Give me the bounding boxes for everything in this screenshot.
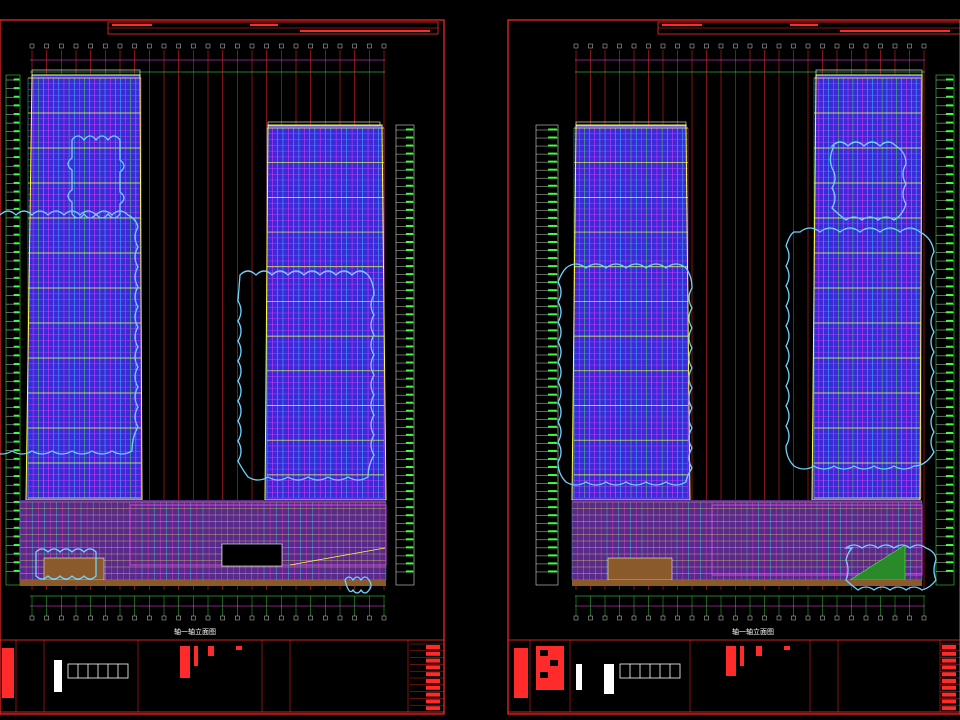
sheet-left-level-column-right	[395, 124, 415, 586]
sheet-left-caption: 轴一轴立面图	[174, 628, 216, 636]
sheet-right-podium	[571, 500, 923, 586]
sheet-right-caption: 轴一轴立面图	[732, 628, 774, 636]
sheet-left-podium	[19, 500, 387, 586]
sheet-left-tower-b	[264, 121, 387, 501]
sheet-right-frame	[507, 19, 960, 715]
sheet-left-frame	[0, 19, 445, 715]
sheet-right-tower-a	[571, 121, 691, 501]
sheet-right-revision-clouds	[557, 141, 937, 591]
sheet-left-title-block	[0, 639, 445, 713]
sheet-right-tower-b	[811, 69, 923, 501]
sheet-right	[507, 19, 960, 715]
sheet-right-title-block	[507, 639, 960, 713]
sheet-right-level-column	[535, 124, 559, 586]
sheet-left	[0, 19, 445, 715]
sheet-left-tower-a	[25, 69, 143, 501]
sheet-left-revision-clouds	[0, 135, 375, 594]
sheet-right-level-column-right	[935, 74, 955, 586]
sheet-left-level-column	[5, 74, 21, 586]
